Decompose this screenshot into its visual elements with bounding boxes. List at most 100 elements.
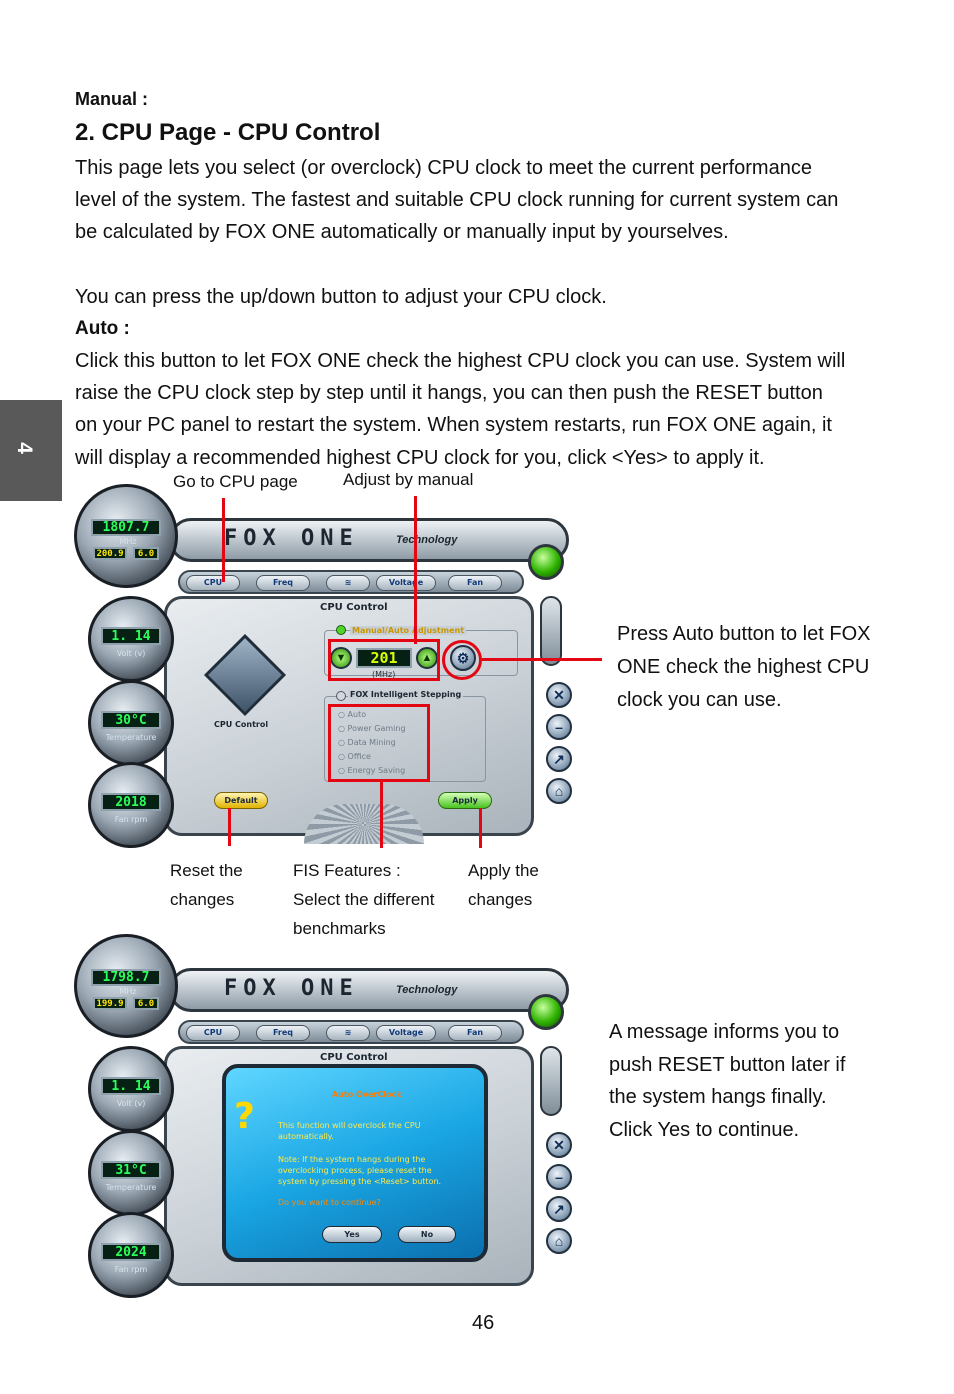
close-icon[interactable]: ✕ [546,1132,572,1158]
temperature-gauge: 30°C Temperature [88,680,174,766]
close-icon[interactable]: ✕ [546,682,572,708]
highlight-fis [328,704,430,782]
foxone-window-auto: FOX ONE Technology CPU Freq ≋ Voltage Fa… [74,934,592,1306]
default-button[interactable]: Default [214,792,268,809]
title-bar [169,968,569,1012]
cpu-clock-readout: 1798.7 [91,969,161,986]
home-icon[interactable]: ⌂ [546,1228,572,1254]
fis-radio[interactable] [336,691,346,701]
pointer-line-cpu [222,498,225,582]
foxone-window-manual: FOX ONE Technology CPU Freq ≋ Voltage Fa… [74,484,592,854]
fan-label: Fan rpm [114,815,148,824]
icon-caption: CPU Control [214,720,269,729]
brand-sub: Technology [396,534,458,546]
temperature-gauge: 31°C Temperature [88,1130,174,1216]
fis-option[interactable]: ○ Auto [338,710,367,719]
voltage-gauge: 1. 14 Volt (v) [88,1046,174,1132]
brand-logo: FOX ONE [224,526,359,551]
brand-logo: FOX ONE [224,976,359,1001]
clock-down-button[interactable]: ▼ [330,647,352,669]
tab-fan[interactable]: Fan [448,1025,502,1041]
voltage-gauge: 1. 14 Volt (v) [88,596,174,682]
power-orb-icon[interactable] [528,994,564,1030]
tab-bar: CPU Freq ≋ Voltage Fan [178,570,524,594]
section-title: 2. CPU Page - CPU Control [75,119,381,146]
mhz-label: MHz [119,987,137,996]
cpu-clock-readout: 1807.7 [91,519,161,536]
voltage-readout: 1. 14 [101,627,161,645]
multiplier-readout: 6.0 [133,547,159,560]
callout-go-to-cpu: Go to CPU page [173,472,298,491]
tab-voltage[interactable]: Voltage [376,1025,436,1041]
minimize-icon[interactable]: – [546,1164,572,1190]
pointer-line-auto [482,658,602,661]
clock-display: 201 [356,648,412,668]
power-orb-icon[interactable] [528,544,564,580]
manual-auto-label: Manual/Auto Adjustment [350,626,467,635]
multiplier-readout: 6.0 [133,997,159,1010]
home-icon[interactable]: ⌂ [546,778,572,804]
fis-option[interactable]: ○ Office [338,752,371,761]
temperature-label: Temperature [105,733,157,742]
tab-cpu[interactable]: CPU [186,575,240,591]
fis-option[interactable]: ○ Energy Saving [338,766,406,775]
fan-gauge: 2018 Fan rpm [88,762,174,848]
apply-button[interactable]: Apply [438,792,492,809]
tab-wave-icon[interactable]: ≋ [326,1025,370,1041]
fis-option[interactable]: ○ Data Mining [338,738,396,747]
clock-unit: (MHz) [372,670,396,679]
temperature-label: Temperature [105,1183,157,1192]
tab-fan[interactable]: Fan [448,575,502,591]
settings-icon[interactable]: ↗ [546,1196,572,1222]
yes-button[interactable]: Yes [322,1226,382,1243]
callout-adjust-manual: Adjust by manual [343,470,474,489]
mhz-label: MHz [119,537,137,546]
gear-decoration [304,804,424,844]
no-button[interactable]: No [398,1226,456,1243]
pointer-line-manual [414,496,417,644]
tab-voltage[interactable]: Voltage [376,575,436,591]
tab-wave-icon[interactable]: ≋ [326,575,370,591]
page-number: 46 [472,1312,495,1334]
tab-cpu[interactable]: CPU [186,1025,240,1041]
voltage-readout: 1. 14 [101,1077,161,1095]
question-icon: ? [234,1096,255,1137]
fis-title: FOX Intelligent Stepping [348,690,464,699]
pointer-line-apply [479,808,482,848]
voltage-label: Volt (v) [116,1099,146,1108]
minimize-icon[interactable]: – [546,714,572,740]
auto-paragraph: Click this button to let FOX ONE check t… [75,350,846,469]
highlight-auto [442,640,482,680]
fan-gauge: 2024 Fan rpm [88,1212,174,1298]
auto-heading: Auto : [75,318,130,339]
tab-freq[interactable]: Freq [256,1025,310,1041]
fsb-readout: 199.9 [93,997,127,1010]
settings-icon[interactable]: ↗ [546,746,572,772]
tab-freq[interactable]: Freq [256,575,310,591]
highlight-manual [328,639,440,681]
manual-heading: Manual : [75,89,149,109]
panel-title: CPU Control [320,602,388,613]
chapter-tab: 4 [0,400,62,501]
skin-slider[interactable] [540,1046,562,1116]
title-bar [169,518,569,562]
updown-paragraph: You can press the up/down button to adju… [75,286,607,308]
skin-slider[interactable] [540,596,562,666]
fan-label: Fan rpm [114,1265,148,1274]
intro-paragraph: This page lets you select (or overclock)… [75,157,839,244]
fis-option[interactable]: ○ Power Gaming [338,724,406,733]
manual-radio[interactable] [336,625,346,635]
pointer-line-fis [380,782,383,848]
cpu-clock-gauge: 1807.7 MHz 200.9 6.0 [74,484,178,588]
tab-bar: CPU Freq ≋ Voltage Fan [178,1020,524,1044]
brand-sub: Technology [396,984,458,996]
fan-readout: 2024 [101,1243,161,1261]
dialog-question: Do you want to continue? [278,1198,381,1207]
cpu-clock-gauge: 1798.7 MHz 199.9 6.0 [74,934,178,1038]
